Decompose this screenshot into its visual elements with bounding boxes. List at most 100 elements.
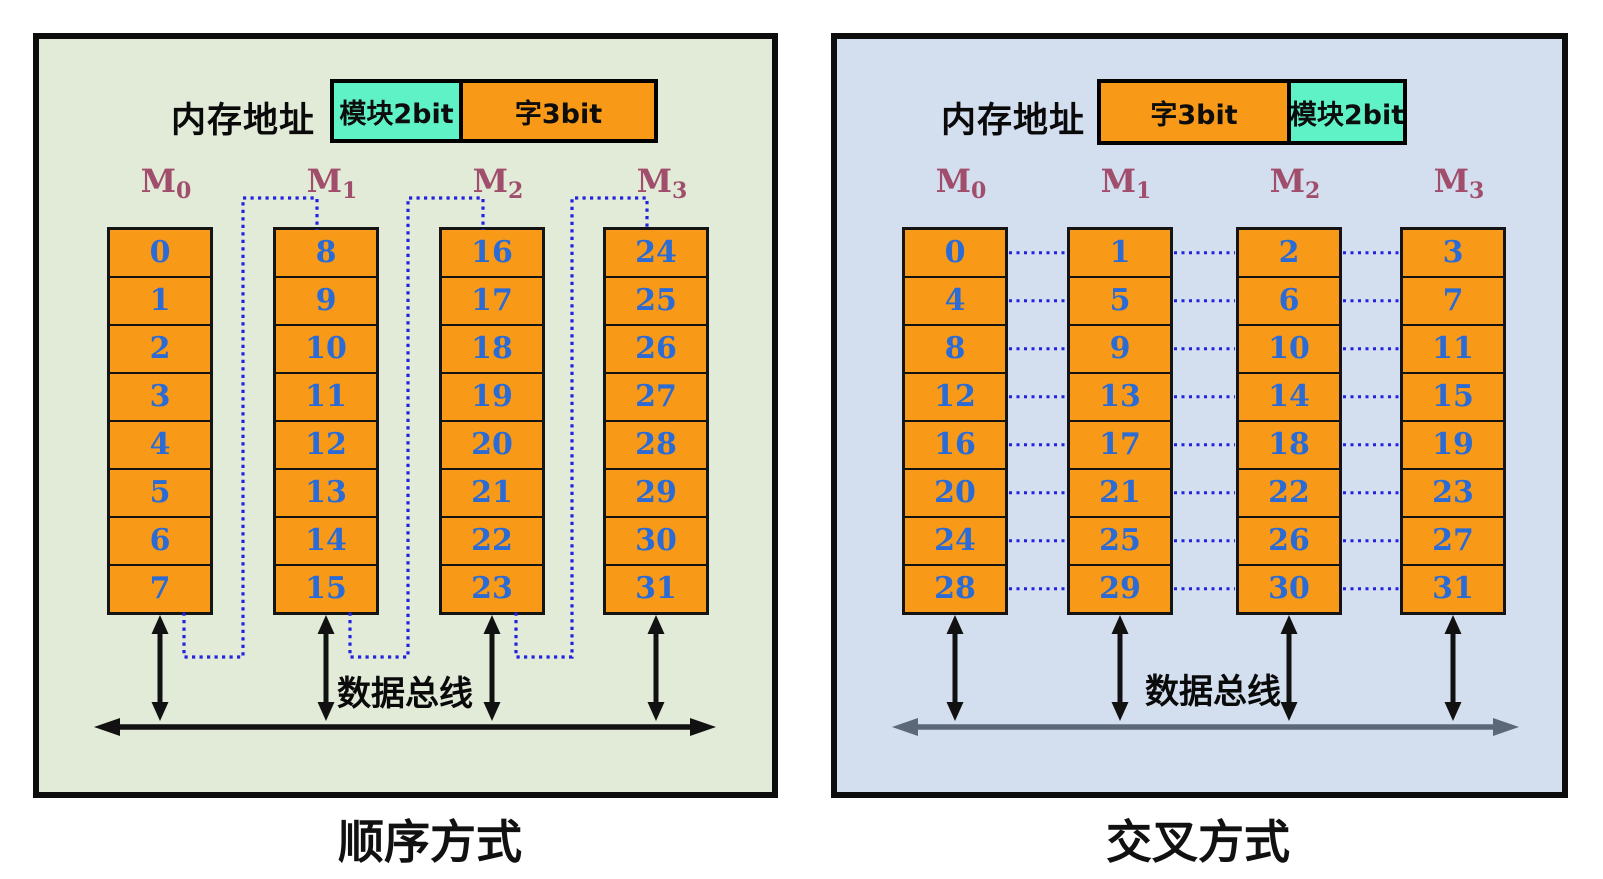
module-letter: M [306,162,343,200]
memory-cell: 28 [606,422,706,468]
memory-cell: 24 [905,518,1005,564]
module-label-m2: M2 [456,162,540,202]
memory-cell: 29 [1070,566,1170,612]
memory-cell: 24 [606,230,706,276]
memory-cell: 11 [276,374,376,420]
module-index: 0 [176,178,192,204]
memory-cell: 0 [110,230,210,276]
memory-cell: 11 [1403,326,1503,372]
module-label-m0: M0 [919,162,1003,202]
memory-cell: 14 [276,518,376,564]
memory-cell: 16 [442,230,542,276]
module-label-m1: M1 [1084,162,1168,202]
memory-cell: 10 [276,326,376,372]
memory-cell: 18 [1239,422,1339,468]
module-letter: M [1100,162,1137,200]
memory-cell: 12 [276,422,376,468]
data-bus-label: 数据总线 [337,674,473,714]
module-letter: M [140,162,177,200]
memory-cell: 3 [1403,230,1503,276]
memory-cell: 3 [110,374,210,420]
module-label-m2: M2 [1253,162,1337,202]
memory-cell: 31 [1403,566,1503,612]
memory-cell: 30 [606,518,706,564]
memory-cell: 1 [110,278,210,324]
memory-cell: 27 [606,374,706,420]
memory-cell: 0 [905,230,1005,276]
memory-cell: 12 [905,374,1005,420]
memory-cell: 19 [1403,422,1503,468]
memory-cell: 4 [110,422,210,468]
module-label-m1: M1 [290,162,374,202]
memory-cell: 5 [1070,278,1170,324]
memory-cell: 22 [1239,470,1339,516]
memory-cell: 17 [442,278,542,324]
module-index: 3 [672,178,688,204]
memory-cell: 8 [905,326,1005,372]
memory-cell: 20 [442,422,542,468]
caption-sequential-mode: 顺序方式 [338,815,522,869]
memory-address-label: 内存地址 [941,101,1086,141]
module-letter: M [472,162,509,200]
module-label-m3: M3 [620,162,704,202]
memory-cell: 7 [1403,278,1503,324]
caption-interleaved-mode: 交叉方式 [1106,815,1290,869]
memory-cell: 17 [1070,422,1170,468]
module-letter: M [636,162,673,200]
memory-cell: 5 [110,470,210,516]
memory-cell: 7 [110,566,210,612]
memory-cell: 4 [905,278,1005,324]
memory-cell: 15 [276,566,376,612]
memory-cell: 14 [1239,374,1339,420]
memory-cell: 23 [442,566,542,612]
module-label-m0: M0 [124,162,208,202]
address-format-box: 模块2bit 字3bit [330,79,658,143]
address-field-word-bits: 字3bit [459,83,654,139]
memory-cell: 6 [110,518,210,564]
memory-cell: 9 [1070,326,1170,372]
module-letter: M [1433,162,1470,200]
module-label-m3: M3 [1417,162,1501,202]
address-field-module-bits: 模块2bit [334,83,459,139]
memory-cell: 6 [1239,278,1339,324]
memory-cell: 13 [276,470,376,516]
memory-cell: 28 [905,566,1005,612]
address-format-box: 字3bit 模块2bit [1097,79,1407,145]
memory-cell: 25 [1070,518,1170,564]
module-index: 1 [342,178,358,204]
memory-cell: 26 [1239,518,1339,564]
memory-cell: 22 [442,518,542,564]
memory-cell: 23 [1403,470,1503,516]
module-index: 2 [508,178,524,204]
memory-cell: 30 [1239,566,1339,612]
memory-cell: 20 [905,470,1005,516]
address-field-word-bits: 字3bit [1101,83,1287,141]
memory-cell: 10 [1239,326,1339,372]
memory-cell: 21 [442,470,542,516]
memory-cell: 9 [276,278,376,324]
memory-cell: 15 [1403,374,1503,420]
module-letter: M [1269,162,1306,200]
address-field-module-bits: 模块2bit [1287,83,1404,141]
memory-cell: 25 [606,278,706,324]
memory-cell: 29 [606,470,706,516]
memory-cell: 31 [606,566,706,612]
memory-cell: 8 [276,230,376,276]
memory-cell: 2 [110,326,210,372]
memory-cell: 26 [606,326,706,372]
memory-cell: 13 [1070,374,1170,420]
memory-cell: 19 [442,374,542,420]
memory-cell: 18 [442,326,542,372]
module-letter: M [935,162,972,200]
module-index: 1 [1136,178,1152,204]
memory-cell: 21 [1070,470,1170,516]
memory-cell: 16 [905,422,1005,468]
memory-cell: 2 [1239,230,1339,276]
